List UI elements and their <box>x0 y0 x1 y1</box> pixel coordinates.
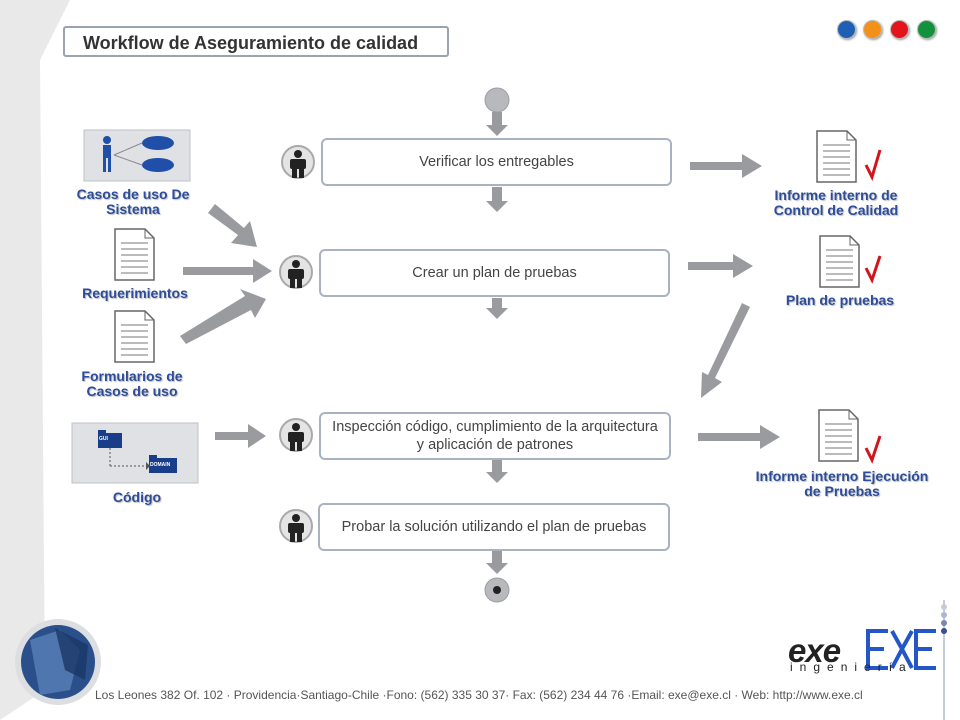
side-dot <box>941 628 947 634</box>
arrow-right <box>688 254 753 278</box>
document-icon <box>114 310 155 363</box>
logo-mark <box>866 629 936 670</box>
package-diagram-icon <box>71 422 199 484</box>
arrow-down <box>486 187 508 212</box>
input-label-forms: Formularios de Casos de uso <box>81 368 183 399</box>
green-dot[interactable] <box>917 20 936 39</box>
input-label-use-cases: Casos de uso De Sistema <box>76 186 190 217</box>
side-dot <box>941 620 947 626</box>
input-arrows <box>180 204 272 448</box>
output-label-test-plan: Plan de pruebas <box>785 292 895 308</box>
arrow-down <box>486 460 508 483</box>
person-icon <box>279 255 313 289</box>
end-node-core <box>493 586 501 594</box>
page-title-box: Workflow de Aseguramiento de calidad <box>63 26 449 57</box>
side-dot <box>941 604 947 610</box>
output-arrows <box>688 154 780 449</box>
output-label-test-report: Informe interno Ejecución de Pruebas <box>755 468 929 499</box>
input-label-requirements: Requerimientos <box>82 285 188 301</box>
checked-document-icon <box>816 130 882 183</box>
vertical-arrows <box>486 112 508 574</box>
arrow-down <box>486 551 508 574</box>
arrow-right <box>690 154 762 178</box>
arrow-right <box>698 425 780 449</box>
logo-text: exe <box>788 632 841 669</box>
footer-contact: Los Leones 382 Of. 102 · Providencia·San… <box>95 688 863 702</box>
step-test-solution: Probar la solución utilizando el plan de… <box>318 503 670 551</box>
checked-document-icon <box>818 409 882 464</box>
arrow-down <box>486 298 508 319</box>
use-case-diagram-icon <box>83 129 191 182</box>
left-swoosh <box>0 0 70 720</box>
person-icon <box>279 509 313 543</box>
orange-dot[interactable] <box>863 20 882 39</box>
photo-detail <box>55 628 88 680</box>
person-icon <box>281 145 315 179</box>
arrow-diag-down <box>701 303 750 398</box>
output-label-qc-report: Informe interno de Control de Calidad <box>773 187 899 218</box>
blue-dot[interactable] <box>837 20 856 39</box>
document-icon <box>114 228 155 281</box>
logo-subtitle: ingeniería <box>790 660 913 674</box>
arrow-down <box>486 112 508 136</box>
checked-document-icon <box>819 235 882 288</box>
side-dot <box>941 612 947 618</box>
person-icon <box>279 418 313 452</box>
step-code-inspection: Inspección código, cumplimiento de la ar… <box>319 412 671 460</box>
input-label-code: Código <box>112 489 162 505</box>
step-create-test-plan: Crear un plan de pruebas <box>319 249 670 297</box>
arrow-right <box>183 259 272 283</box>
arrow-right <box>215 424 266 448</box>
step-verify-deliverables: Verificar los entregables <box>321 138 672 186</box>
package-domain-label: DOMAIN <box>150 462 171 468</box>
page-title: Workflow de Aseguramiento de calidad <box>83 33 419 53</box>
arrow-diag-up <box>180 289 266 344</box>
package-gui-label: GUI <box>99 436 108 442</box>
red-dot[interactable] <box>890 20 909 39</box>
arrow-diag-down <box>208 204 257 247</box>
start-node <box>484 87 510 113</box>
